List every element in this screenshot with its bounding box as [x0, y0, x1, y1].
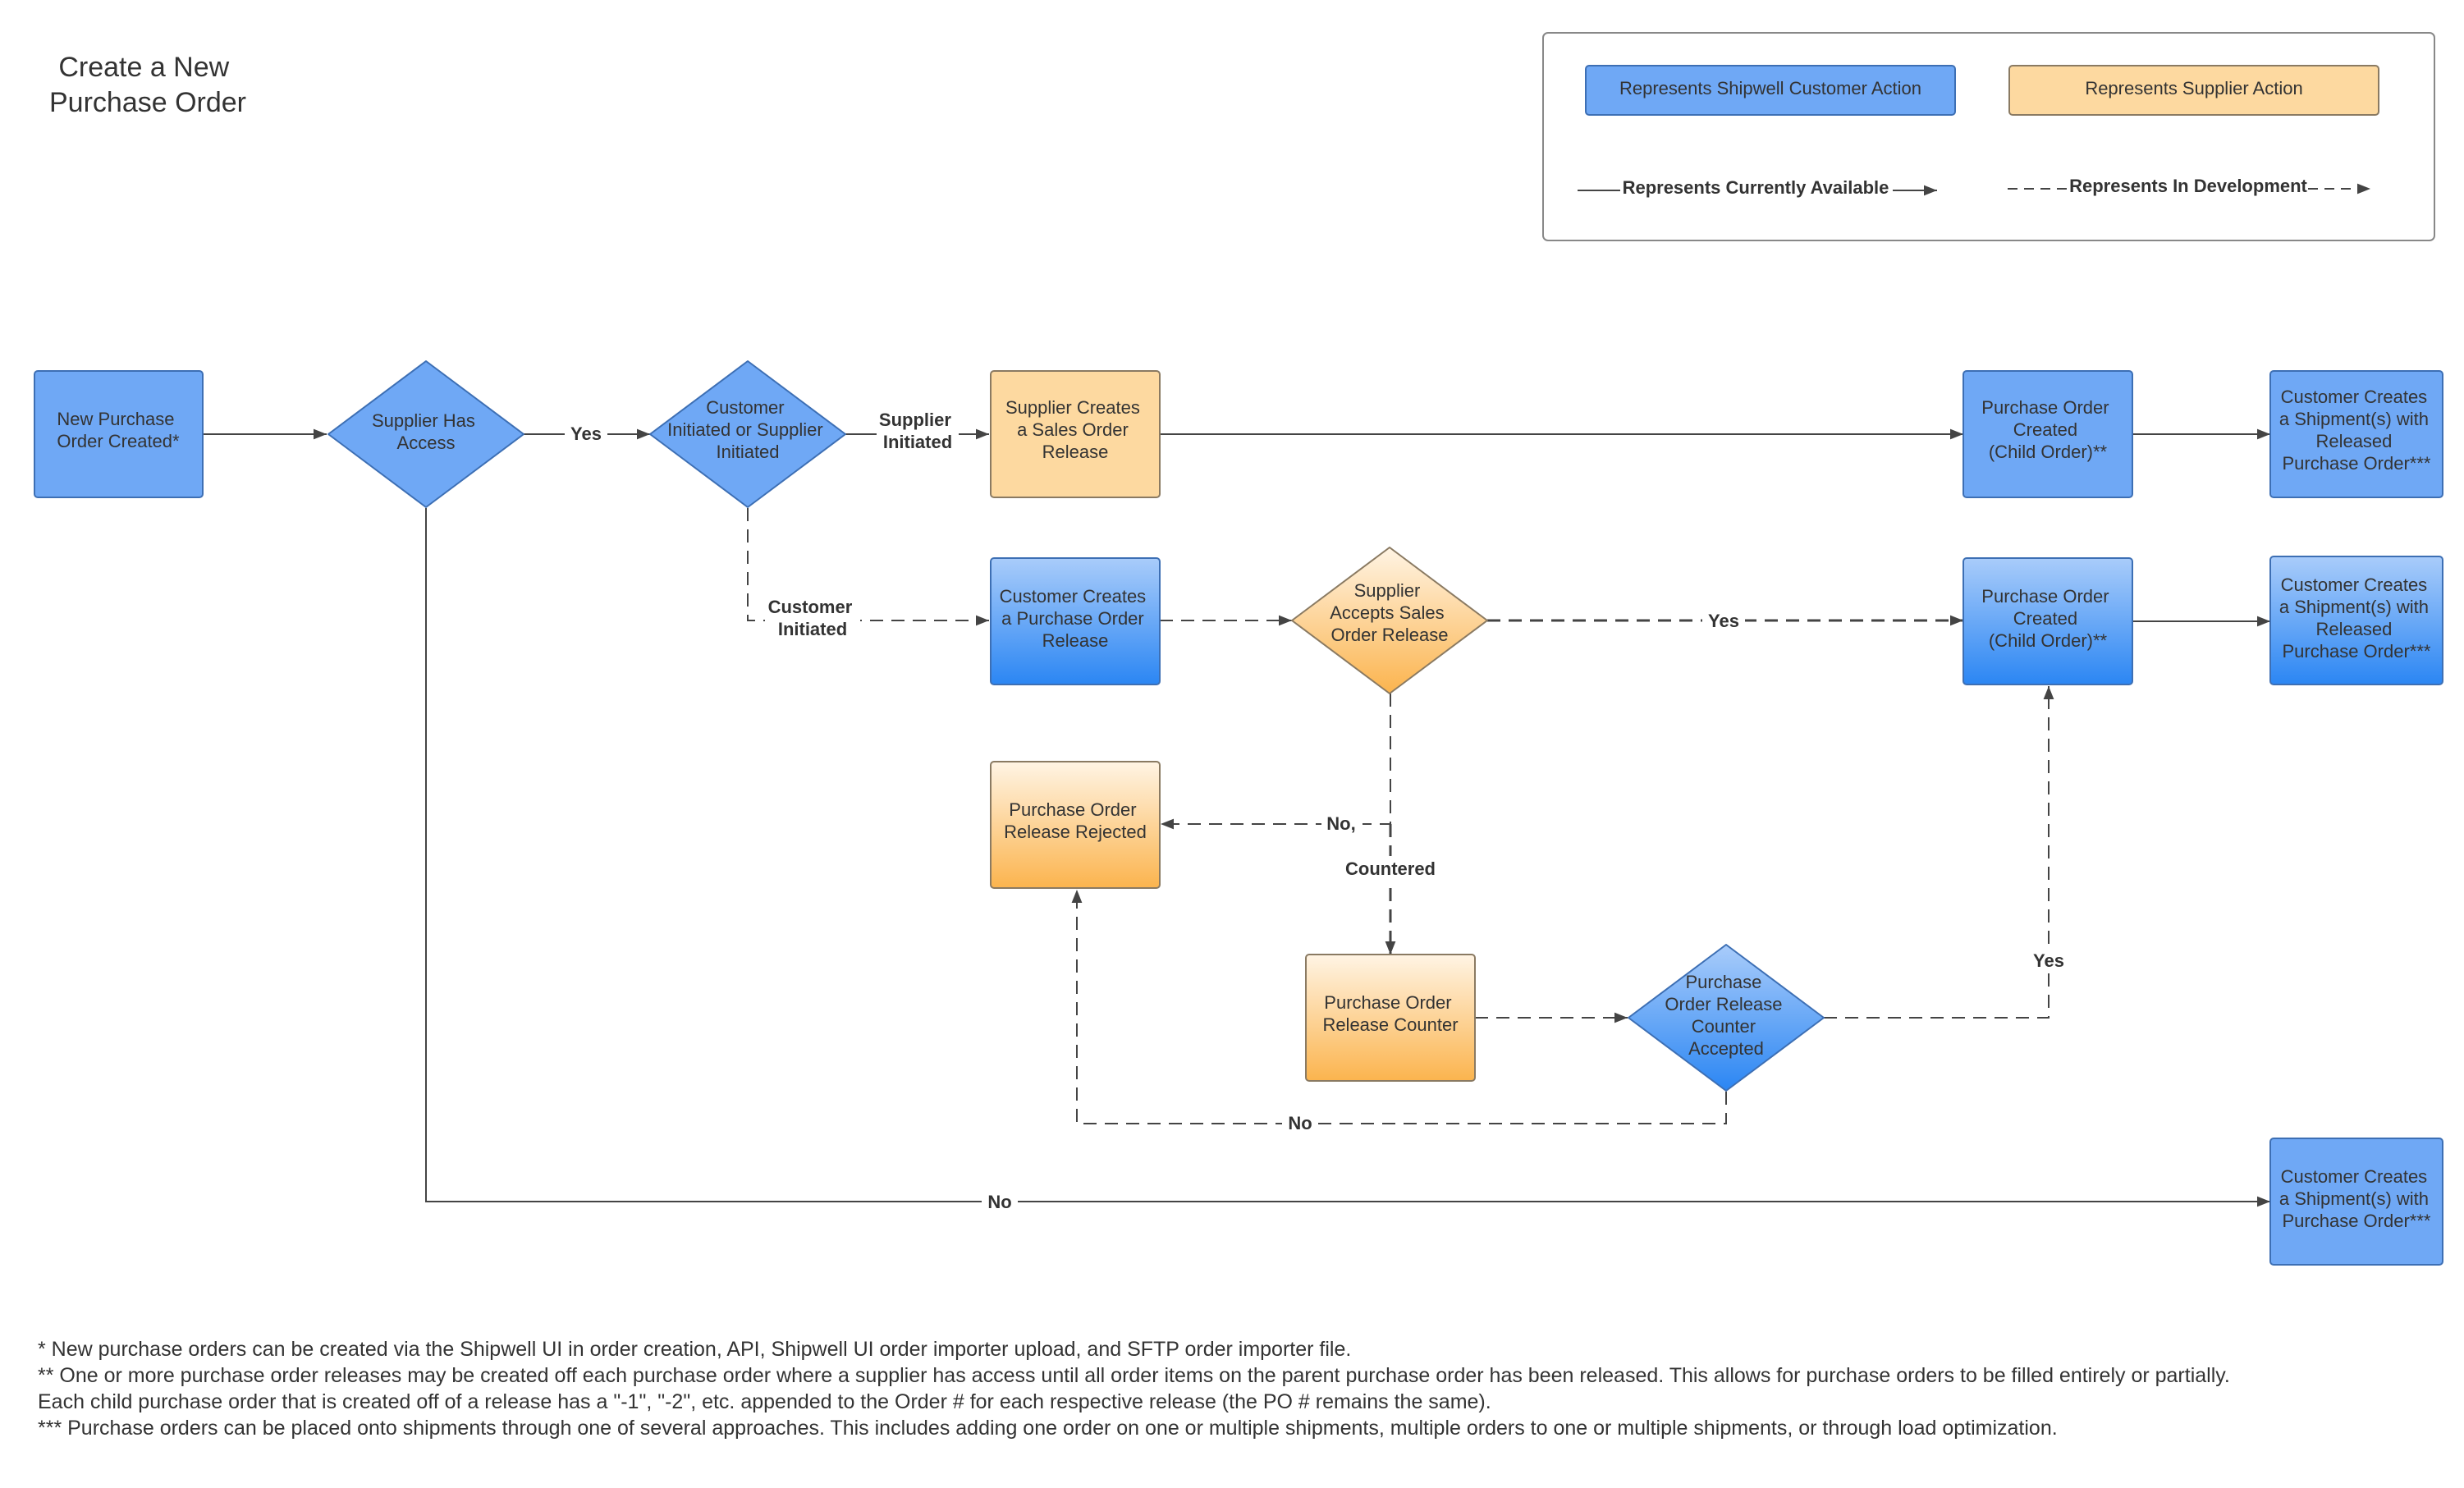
label-supplier-initiated: Supplier Initiated: [879, 410, 956, 452]
footnote-2-continued: Each child purchase order that is create…: [38, 1390, 1491, 1413]
label-yes-access: Yes: [570, 424, 602, 444]
svg-text:Customer Initiated or Su: Customer Initiated or Supplier Initiated: [667, 397, 828, 462]
legend-currently-available: Represents Currently Available: [1623, 177, 1889, 198]
label-yes-accepts: Yes: [1708, 611, 1739, 631]
decision-customer-or-supplier-initiated: Customer Initiated or Supplier Initiated: [649, 360, 846, 508]
edge-counter-accepted-no: [1071, 890, 1727, 1124]
legend-in-development: Represents In Development: [2069, 176, 2307, 196]
node-po-release-rejected: Purchase Order Release Rejected: [990, 761, 1161, 889]
label-no-countered: No,: [1326, 813, 1355, 834]
decision-counter-accepted: Purchase Order Release Counter Accepted: [1628, 944, 1825, 1092]
node-new-purchase-order: New Purchase Order Created*: [34, 370, 204, 498]
label-customer-initiated: Customer Initiated: [768, 597, 858, 639]
edge-counter-accepted-yes: [1824, 686, 2054, 1019]
label-countered: Countered: [1345, 858, 1436, 879]
svg-text:Customer Creates a Shipm: Customer Creates a Shipment(s) with Purc…: [2279, 1166, 2434, 1231]
legend-customer-swatch: [1585, 65, 1956, 116]
footnote-2: ** One or more purchase order releases m…: [38, 1364, 2230, 1387]
svg-text:Purchase Order Created: Purchase Order Created (Child Order)**: [1981, 397, 2114, 462]
edge-access-no: [425, 508, 2270, 1207]
node-po-release-counter: Purchase Order Release Counter: [1305, 954, 1476, 1082]
node-customer-creates-shipment-1: Customer Creates a Shipment(s) with Rele…: [2269, 370, 2443, 498]
legend-supplier-action: Represents Supplier Action: [2085, 78, 2302, 98]
legend-customer-action: Represents Shipwell Customer Action: [1619, 78, 1921, 98]
svg-text:Supplier Has Access: Supplier Has Access: [372, 410, 480, 453]
edge-customer-initiated: [747, 508, 989, 626]
svg-text:Purchase Order Created: Purchase Order Created (Child Order)**: [1981, 586, 2114, 651]
svg-text:Supplier Accepts Sales: Supplier Accepts Sales Order Release: [1330, 580, 1450, 645]
svg-text:New Purchase Order Creat: New Purchase Order Created*: [57, 409, 180, 451]
diagram-title: Create a New Purchase Order: [49, 52, 246, 118]
svg-text:Supplier Creates a Sales: Supplier Creates a Sales Order Release: [1005, 397, 1145, 462]
svg-text:Purchase Order Release R: Purchase Order Release Rejected: [1004, 799, 1147, 842]
node-customer-creates-shipment-3: Customer Creates a Shipment(s) with Purc…: [2269, 1138, 2443, 1266]
footnotes: * New purchase orders can be created via…: [38, 1336, 2434, 1441]
label-yes-counter: Yes: [2033, 950, 2064, 971]
node-customer-creates-shipment-2: Customer Creates a Shipment(s) with Rele…: [2269, 556, 2443, 685]
label-no-counter: No: [1288, 1113, 1312, 1133]
edge-accepts-no-rejected: [1161, 694, 1391, 830]
node-po-created-child-2: Purchase Order Created (Child Order)**: [1962, 557, 2133, 685]
decision-supplier-accepts: Supplier Accepts Sales Order Release: [1291, 547, 1488, 694]
decision-supplier-has-access: Supplier Has Access: [327, 360, 524, 508]
svg-text:Customer Creates a Purch: Customer Creates a Purchase Order Releas…: [1000, 586, 1152, 651]
node-customer-creates-po-release: Customer Creates a Purchase Order Releas…: [990, 557, 1161, 685]
legend: Represents Shipwell Customer Action Repr…: [1542, 32, 2435, 241]
footnote-3: *** Purchase orders can be placed onto s…: [38, 1417, 2058, 1440]
node-supplier-creates-sales-order-release: Supplier Creates a Sales Order Release: [990, 370, 1161, 498]
svg-text:Purchase Order Release C: Purchase Order Release Counter: [1322, 992, 1458, 1035]
footnote-1: * New purchase orders can be created via…: [38, 1338, 1352, 1361]
svg-text:Purchase Order Release: Purchase Order Release Counter Accepted: [1665, 972, 1787, 1059]
svg-text:Customer Creates a Shipm: Customer Creates a Shipment(s) with Rele…: [2279, 387, 2434, 474]
node-po-created-child-1: Purchase Order Created (Child Order)**: [1962, 370, 2133, 498]
svg-text:Customer Creates a Shipm: Customer Creates a Shipment(s) with Rele…: [2279, 575, 2434, 662]
legend-supplier-swatch: [2008, 65, 2379, 116]
label-no-access: No: [987, 1192, 1011, 1212]
